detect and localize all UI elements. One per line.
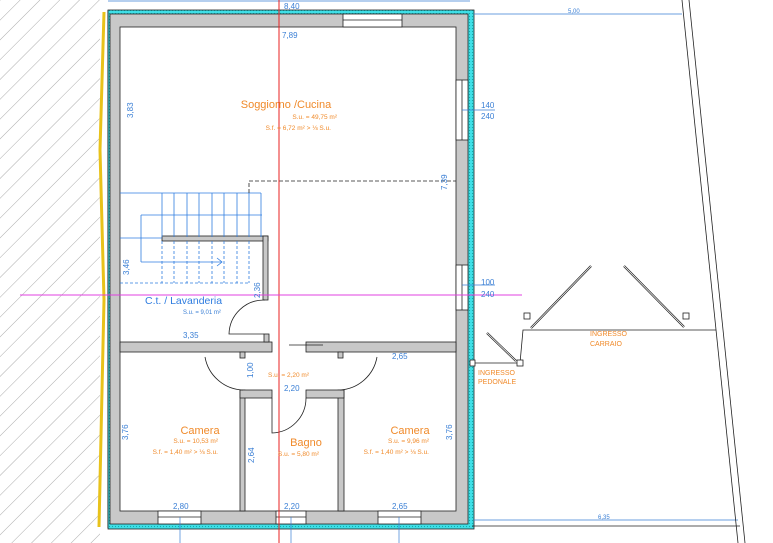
dim-corridor-right: 2,65 — [392, 352, 408, 361]
dim-garden-bottom: 6,35 — [598, 515, 610, 521]
adjacent-building-hatch — [0, 0, 100, 543]
dim-lavanderia-width: 3,35 — [183, 331, 199, 340]
dim-stair-wall: 2,36 — [253, 282, 262, 298]
room-window-area-camera-2: S.f. = 1,40 m² > ⅛ S.u. — [364, 449, 430, 456]
dim-camera-2-width: 2,65 — [392, 502, 408, 511]
staircase — [120, 192, 262, 284]
dim-soggiorno-depth: 3,83 — [126, 102, 135, 118]
room-area-camera-1: S.u. = 10,53 m² — [173, 438, 218, 445]
room-area-bagno: S.u. = 5,80 m² — [278, 451, 320, 458]
dim-stair-depth: 3,46 — [122, 259, 131, 275]
dim-camera-2-depth: 3,76 — [445, 424, 454, 440]
mezzanine-dashed-outline — [248, 180, 456, 193]
dim-bagno-width: 2,20 — [284, 502, 300, 511]
dim-right-depth: 7,39 — [440, 174, 449, 190]
room-area-lavanderia: S.u. = 9,01 m² — [183, 310, 221, 316]
dim-corridor-depth: 1,00 — [246, 362, 255, 378]
room-name-soggiorno: Soggiorno /Cucina — [241, 99, 332, 111]
room-name-camera-2: Camera — [390, 425, 430, 437]
label-ingresso-carraio-2: CARRAIO — [590, 341, 622, 348]
room-name-lavanderia: C.t. / Lavanderia — [145, 295, 222, 307]
dim-window-1-width: 140 — [481, 101, 495, 110]
room-area-soggiorno: S.u. = 49,75 m² — [292, 114, 337, 121]
dim-window-1-height: 240 — [481, 112, 495, 121]
room-name-camera-1: Camera — [180, 425, 220, 437]
gates — [469, 265, 716, 367]
room-area-disimpegno: S.u. = 2,20 m² — [268, 372, 310, 379]
dim-window-2-height: 240 — [481, 290, 495, 299]
dim-bagno-depth: 2,64 — [247, 447, 256, 463]
dim-window-2-width: 100 — [481, 278, 495, 287]
doors — [204, 299, 378, 434]
dim-garden-top: 5,00 — [568, 9, 580, 15]
dim-corridor-width: 2,20 — [284, 384, 300, 393]
dim-top-total: 8,40 — [284, 2, 300, 11]
label-ingresso-pedonale-1: INGRESSO — [478, 370, 516, 377]
property-boundary-wall — [681, 0, 746, 543]
interior — [119, 26, 457, 512]
boundary-yellow-line — [97, 11, 106, 528]
room-area-camera-2: S.u. = 9,96 m² — [388, 438, 430, 445]
dim-camera-1-width: 2,80 — [173, 502, 189, 511]
room-window-area-camera-1: S.f. = 1,40 m² > ⅛ S.u. — [153, 449, 219, 456]
label-ingresso-carraio-1: INGRESSO — [590, 331, 628, 338]
dim-camera-1-depth: 3,76 — [121, 424, 130, 440]
room-name-bagno: Bagno — [290, 437, 322, 449]
label-ingresso-pedonale-2: PEDONALE — [478, 379, 516, 386]
interior-walls — [119, 235, 457, 512]
dim-soggiorno-width: 7,89 — [282, 31, 298, 40]
room-window-area-soggiorno: S.f. = 6,72 m² > ⅛ S.u. — [266, 125, 332, 132]
